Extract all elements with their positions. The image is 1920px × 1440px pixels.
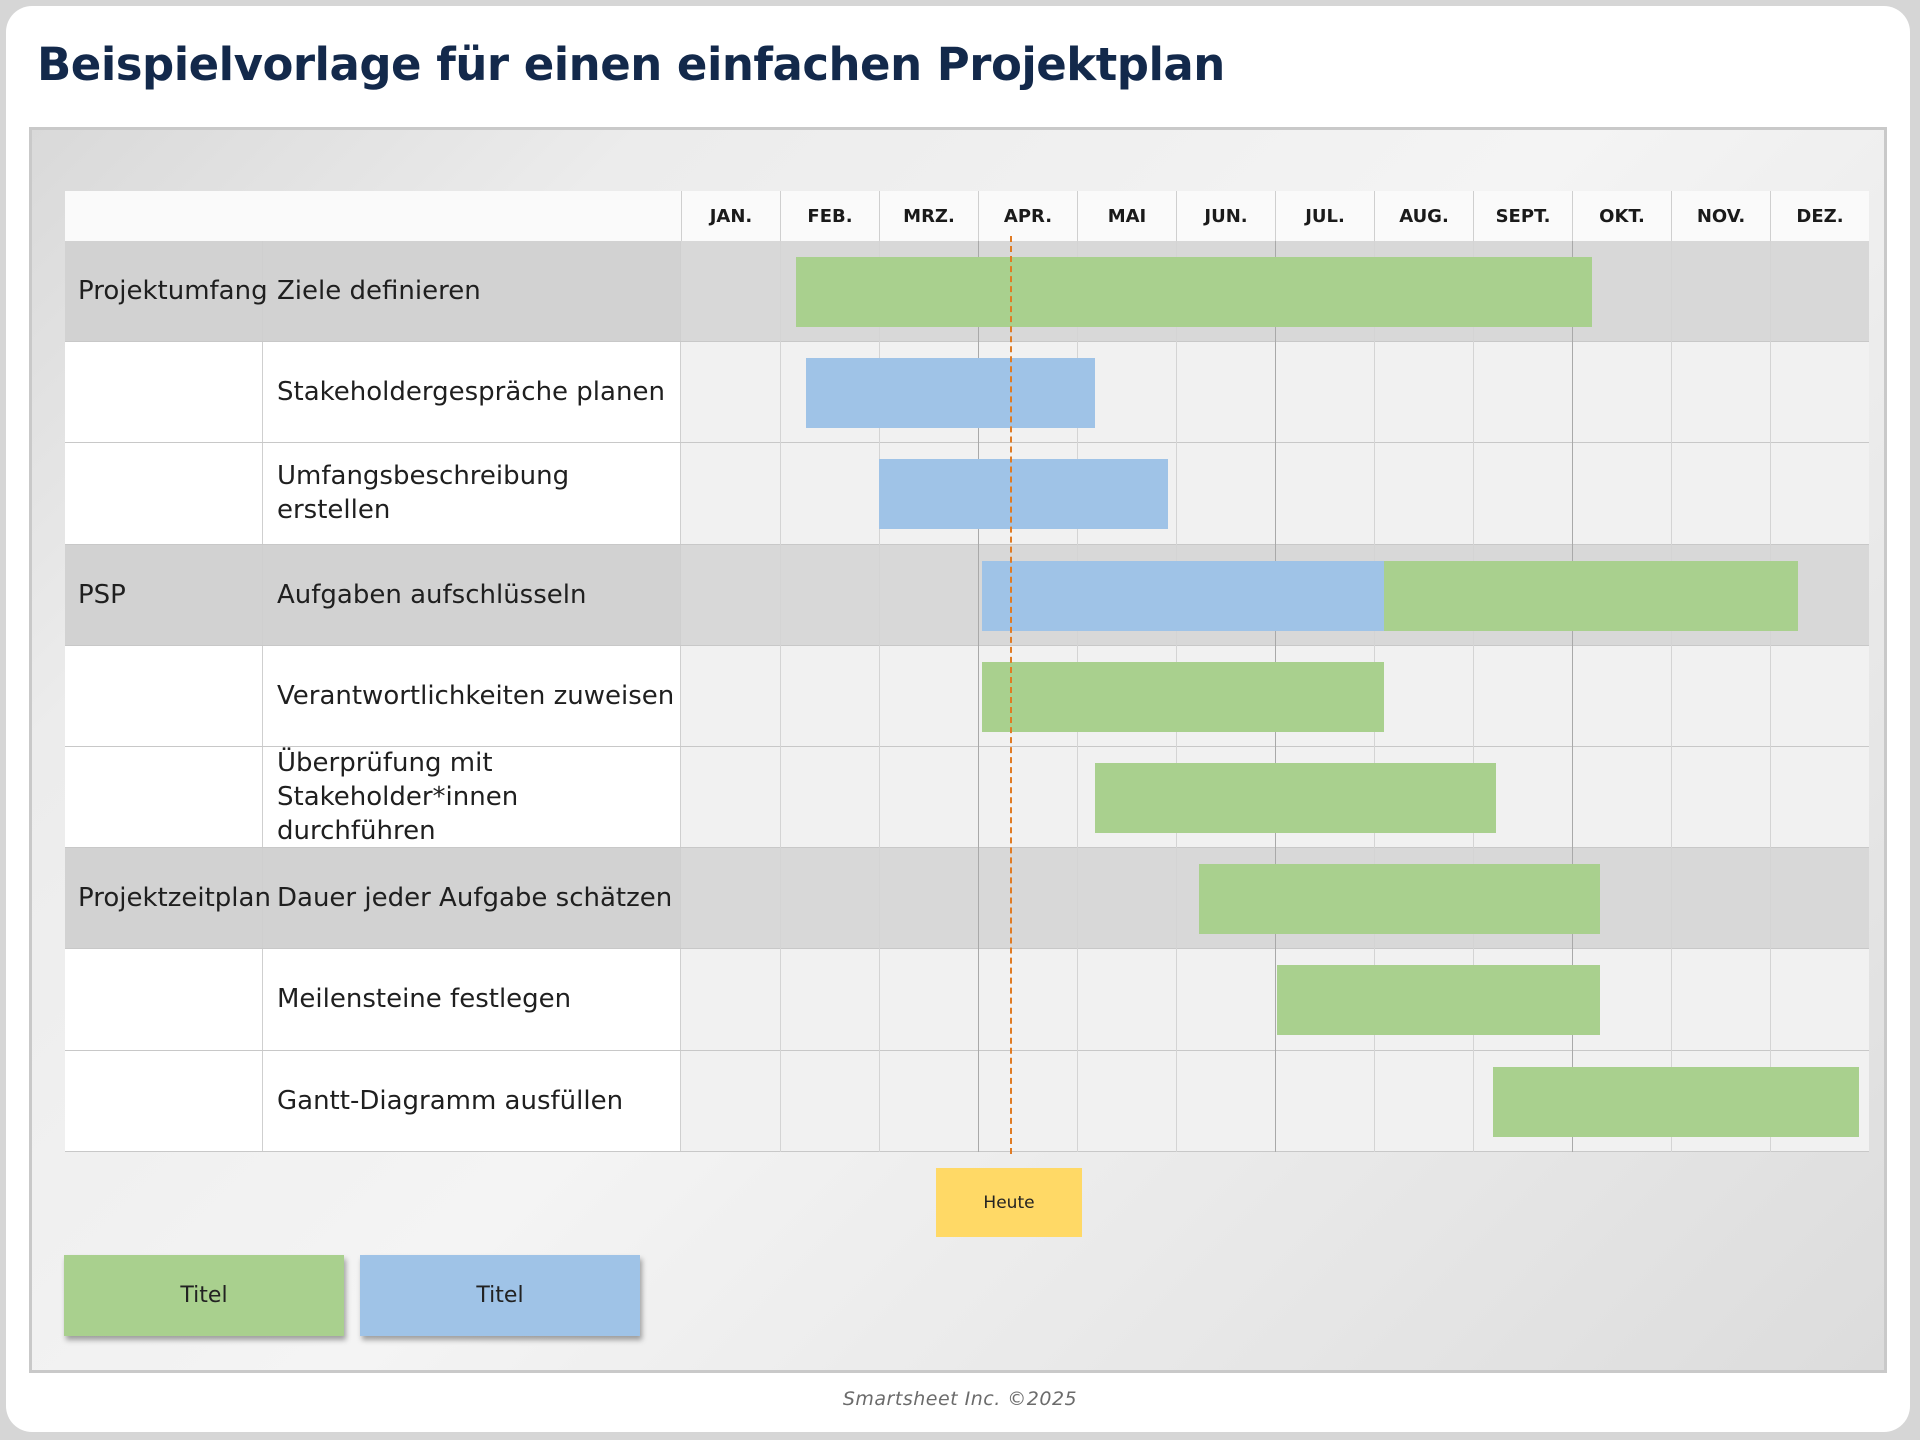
month-header: MAI: [1077, 191, 1176, 241]
month-divider: [1770, 241, 1771, 1152]
legend-item-green: Titel: [64, 1255, 344, 1336]
month-header: FEB.: [780, 191, 879, 241]
legend-label: Titel: [180, 1283, 228, 1308]
month-header: AUG.: [1374, 191, 1473, 241]
month-divider: [978, 241, 979, 1152]
task-cell: Umfangsbeschreibung erstellen: [263, 443, 681, 544]
today-label: Heute: [936, 1168, 1082, 1237]
gantt-bar-blue: [805, 358, 1095, 429]
table-row: Überprüfung mit Stakeholder*innen durchf…: [65, 747, 1869, 849]
gantt-bar-green: [1492, 1066, 1860, 1137]
month-divider: [1671, 241, 1672, 1152]
today-line: [1009, 236, 1012, 1154]
gantt-bar-blue: [981, 560, 1384, 631]
category-cell: [65, 443, 263, 544]
task-cell: Verantwortlichkeiten zuweisen: [263, 645, 681, 746]
month-header: JUL.: [1275, 191, 1374, 241]
task-cell: Überprüfung mit Stakeholder*innen durchf…: [263, 747, 681, 848]
gantt-bar-green: [981, 661, 1384, 732]
gantt-bar-green: [1094, 763, 1496, 833]
month-header: SEPT.: [1473, 191, 1572, 241]
table-row: Verantwortlichkeiten zuweisen: [65, 645, 1869, 747]
month-header: APR.: [978, 191, 1077, 241]
month-header: NOV.: [1671, 191, 1770, 241]
page-title: Beispielvorlage für einen einfachen Proj…: [37, 38, 1225, 91]
month-divider: [780, 241, 781, 1152]
gantt-bar-green: [1383, 560, 1798, 631]
month-divider: [1473, 241, 1474, 1152]
task-cell: Dauer jeder Aufgabe schätzen: [263, 848, 681, 949]
category-cell: [65, 747, 263, 848]
gantt-bar-green: [1198, 864, 1600, 935]
category-cell: Projektzeitplan: [65, 848, 271, 949]
category-cell: [65, 645, 263, 746]
footer-copyright: Smartsheet Inc. ©2025: [842, 1388, 1078, 1410]
task-cell: Stakeholdergespräche planen: [263, 342, 681, 443]
legend-item-blue: Titel: [360, 1255, 640, 1336]
month-header: JUN.: [1176, 191, 1275, 241]
legend-label: Titel: [476, 1283, 524, 1308]
category-cell: [65, 1050, 263, 1151]
category-cell: [65, 342, 263, 443]
month-header: MRZ.: [879, 191, 978, 241]
gantt-bar-green: [795, 257, 1592, 327]
category-cell: PSP: [65, 544, 263, 645]
task-cell: Ziele definieren: [263, 241, 681, 342]
category-cell: Projektumfang: [65, 241, 268, 342]
task-cell: Gantt-Diagramm ausfüllen: [263, 1050, 681, 1151]
month-header: JAN.: [681, 191, 780, 241]
month-header: OKT.: [1572, 191, 1671, 241]
month-divider: [879, 241, 880, 1152]
category-cell: [65, 949, 263, 1050]
gantt-bar-green: [1276, 965, 1600, 1036]
task-cell: Aufgaben aufschlüsseln: [263, 544, 681, 645]
month-divider: [1572, 241, 1573, 1152]
gantt-bar-blue: [879, 459, 1169, 530]
month-header: DEZ.: [1770, 191, 1869, 241]
task-cell: Meilensteine festlegen: [263, 949, 681, 1050]
